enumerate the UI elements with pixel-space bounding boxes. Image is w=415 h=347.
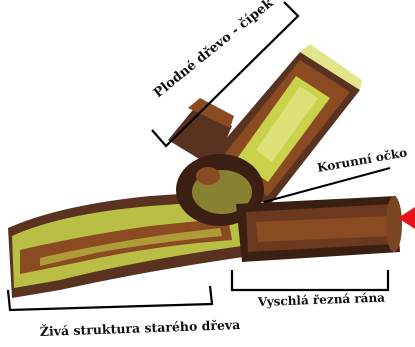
label-fruiting-wood: Plodné dřevo - čípek xyxy=(151,0,277,101)
label-dry-cut-wound: Vyschlá řezná rána xyxy=(257,291,386,309)
label-living-old-wood: Živá struktura starého dřeva xyxy=(40,317,241,339)
bracket-dry-cut-wound xyxy=(232,270,388,290)
dry-wood-section xyxy=(236,196,402,262)
label-crown-bud: Korunní očko xyxy=(316,145,408,175)
